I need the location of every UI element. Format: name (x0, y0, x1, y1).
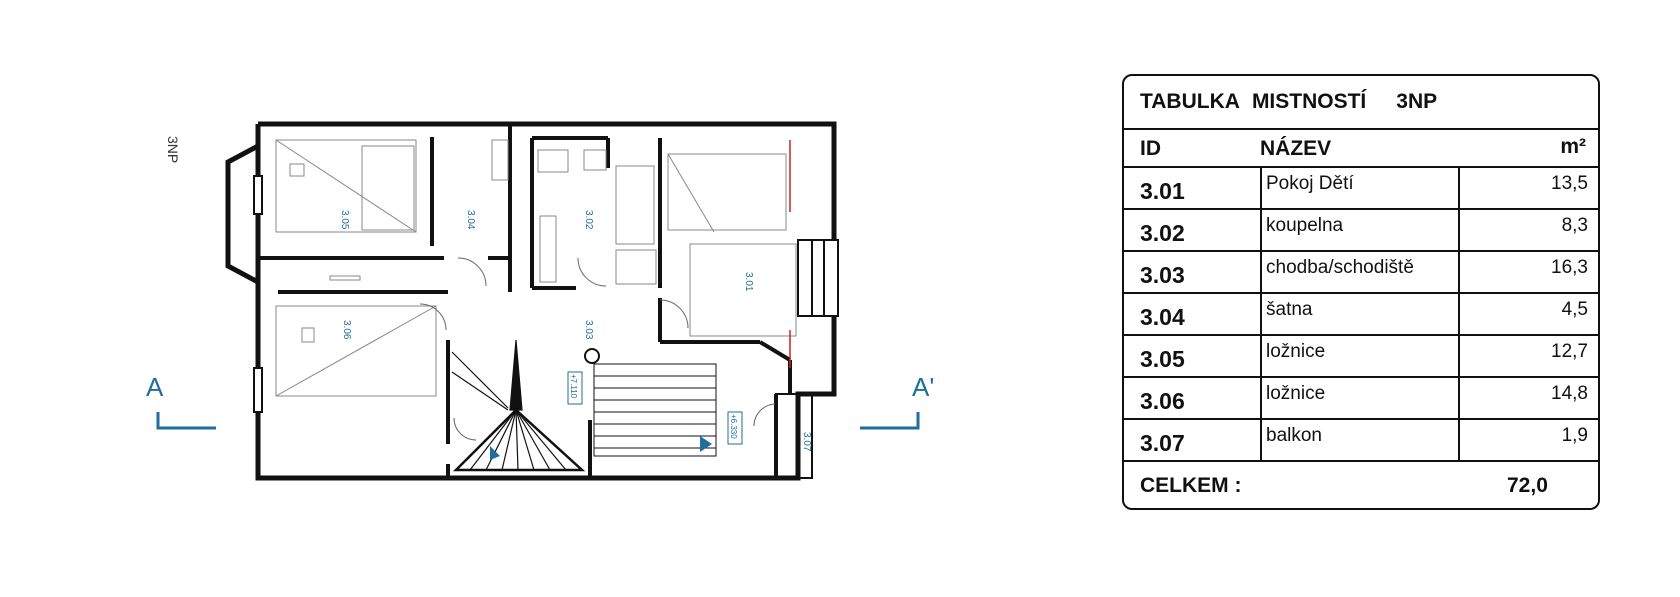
room-id: 3.02 (1140, 220, 1185, 246)
room-name: ložnice (1260, 336, 1456, 376)
room-id: 3.07 (1140, 430, 1185, 456)
room-table-total: CELKEM : 72,0 (1124, 462, 1598, 508)
total-label: CELKEM : (1140, 474, 1242, 497)
room-label-3-06: 3.06 (341, 320, 352, 340)
room-id: 3.01 (1140, 178, 1185, 204)
floor-plan: 3.05 3.04 3.02 3.01 3.06 3.03 3.07 +7.11… (146, 121, 934, 481)
straight-stair (593, 363, 717, 457)
room-label-3-07: 3.07 (801, 432, 812, 452)
level-tag-box (567, 371, 583, 405)
room-label-3-04: 3.04 (465, 210, 476, 230)
floor-tag: 3NP (165, 136, 181, 163)
room-id: 3.06 (1140, 388, 1185, 414)
spiral-stair (451, 339, 586, 472)
room-area: 12,7 (1458, 336, 1598, 376)
level-tag-box (727, 411, 743, 445)
room-label-3-03: 3.03 (583, 320, 594, 340)
doors (419, 257, 777, 441)
stair-arrow-icon (700, 436, 712, 452)
total-value: 72,0 (1507, 474, 1548, 497)
section-line-end (860, 412, 920, 430)
room-table-title-word: MISTNOSTÍ (1251, 90, 1367, 113)
section-line-start (156, 412, 216, 430)
room-id: 3.05 (1140, 346, 1185, 372)
room-table: TABULKA MISTNOSTÍ 3NP ID NÁZEV m² 3.01 Po… (1122, 74, 1600, 510)
room-area: 8,3 (1458, 210, 1598, 250)
level-tag-lower: +6.330 (729, 414, 738, 439)
room-table-title: TABULKA MISTNOSTÍ 3NP (1124, 76, 1598, 130)
room-area: 4,5 (1458, 294, 1598, 334)
room-name: chodba/schodiště (1260, 252, 1456, 292)
section-marker-end: A' (912, 372, 934, 402)
room-label-3-02: 3.02 (583, 210, 594, 230)
stair-arrow-icon (490, 446, 500, 460)
fixtures (275, 139, 797, 397)
interior-walls (258, 124, 792, 478)
section-marker-start: A (146, 372, 164, 402)
room-label-3-05: 3.05 (339, 210, 350, 230)
room-table-header: ID NÁZEV m² (1124, 130, 1598, 168)
room-label-3-01: 3.01 (743, 272, 754, 292)
room-area: 14,8 (1458, 378, 1598, 418)
room-name: ložnice (1260, 378, 1456, 418)
stair-post (584, 348, 600, 364)
room-area: 1,9 (1458, 420, 1598, 460)
column-header-area: m² (1560, 135, 1586, 158)
room-name: koupelna (1260, 210, 1456, 250)
room-area: 13,5 (1458, 168, 1598, 208)
room-id: 3.04 (1140, 304, 1185, 330)
room-name: Pokoj Dětí (1260, 168, 1456, 208)
room-area: 16,3 (1458, 252, 1598, 292)
room-table-title-word: TABULKA (1140, 90, 1240, 113)
room-name: šatna (1260, 294, 1456, 334)
column-header-name: NÁZEV (1260, 137, 1332, 160)
exterior-walls (225, 121, 837, 481)
room-name: balkon (1260, 420, 1456, 460)
windows (253, 175, 839, 413)
balcony (775, 393, 813, 479)
room-table-title-floor: 3NP (1396, 90, 1438, 113)
room-id: 3.03 (1140, 262, 1185, 288)
column-header-id: ID (1140, 137, 1161, 160)
level-tag-upper: +7.110 (569, 374, 578, 399)
